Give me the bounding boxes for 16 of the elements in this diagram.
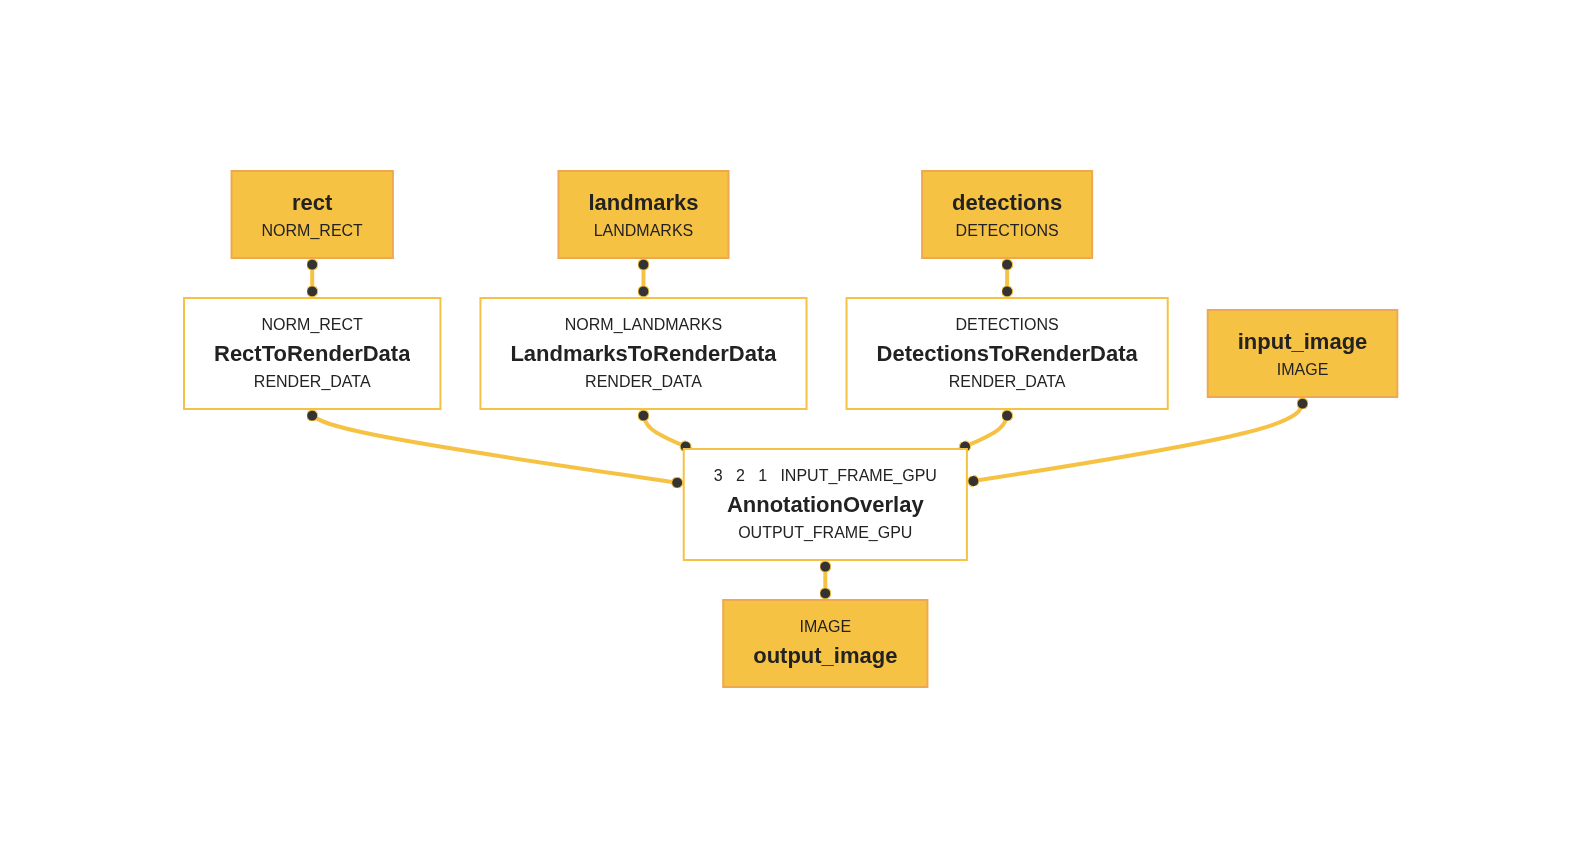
connector — [637, 258, 650, 298]
connector — [1001, 258, 1014, 298]
node-box: detections DETECTIONS — [921, 170, 1094, 259]
connector — [958, 409, 1014, 453]
node-box: rect NORM_RECT — [230, 170, 395, 259]
connector — [306, 409, 685, 489]
node-box: NORM_LANDMARKS LandmarksToRenderData RENDER_DATA — [479, 297, 808, 410]
node-box: NORM_RECT RectToRenderData RENDER_DATA — [183, 297, 442, 410]
node-box: 3 2 1 INPUT_FRAME_GPU AnnotationOverlay OUTPUT_FRAME_GPU — [683, 448, 969, 561]
node-box: DETECTIONS DetectionsToRenderData RENDER_DATA — [845, 297, 1170, 410]
node-box: input_image IMAGE — [1207, 309, 1399, 398]
connector — [819, 560, 832, 600]
node-box: landmarks LANDMARKS — [557, 170, 730, 259]
node-box: IMAGE output_image — [722, 599, 929, 688]
connector — [306, 258, 319, 298]
connector — [637, 409, 693, 453]
